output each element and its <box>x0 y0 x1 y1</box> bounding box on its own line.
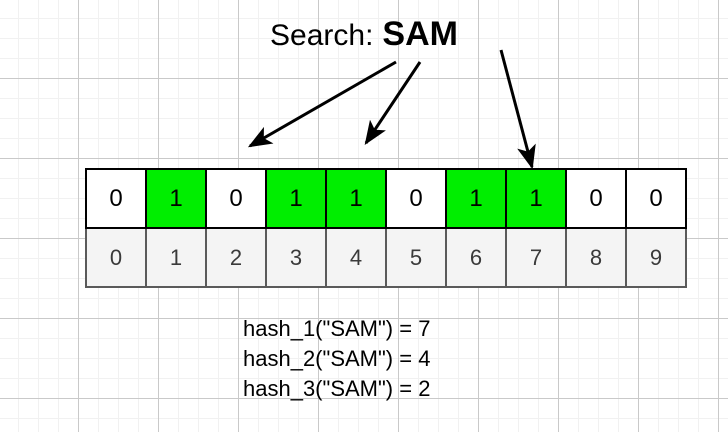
bloom-filter-table: 0 1 0 1 1 0 1 1 0 0 0 1 2 3 4 5 6 7 8 9 <box>85 168 687 288</box>
hash-result-2: hash_2("SAM") = 4 <box>243 346 431 371</box>
bit-cell-6[interactable]: 1 <box>445 168 507 229</box>
bit-cell-1[interactable]: 1 <box>145 168 207 229</box>
index-cell-4: 4 <box>325 227 387 288</box>
hash-result-3: hash_3("SAM") = 2 <box>243 376 431 401</box>
bit-row: 0 1 0 1 1 0 1 1 0 0 <box>85 168 687 229</box>
index-cell-2: 2 <box>205 227 267 288</box>
index-cell-3: 3 <box>265 227 327 288</box>
hash-result-list: hash_1("SAM") = 7 hash_2("SAM") = 4 hash… <box>243 314 430 404</box>
index-cell-8: 8 <box>565 227 627 288</box>
title-search-term: SAM <box>382 15 458 53</box>
index-row: 0 1 2 3 4 5 6 7 8 9 <box>85 227 687 288</box>
bit-cell-0[interactable]: 0 <box>85 168 147 229</box>
bit-cell-4[interactable]: 1 <box>325 168 387 229</box>
title-prefix: Search: <box>270 19 374 52</box>
bit-cell-9[interactable]: 0 <box>625 168 687 229</box>
bit-cell-2[interactable]: 0 <box>205 168 267 229</box>
index-cell-5: 5 <box>385 227 447 288</box>
index-cell-0: 0 <box>85 227 147 288</box>
index-cell-9: 9 <box>625 227 687 288</box>
page-title: Search:SAM <box>0 15 728 54</box>
bit-cell-8[interactable]: 0 <box>565 168 627 229</box>
bit-cell-3[interactable]: 1 <box>265 168 327 229</box>
index-cell-6: 6 <box>445 227 507 288</box>
index-cell-1: 1 <box>145 227 207 288</box>
bit-cell-7[interactable]: 1 <box>505 168 567 229</box>
hash-result-1: hash_1("SAM") = 7 <box>243 316 431 341</box>
bit-cell-5[interactable]: 0 <box>385 168 447 229</box>
index-cell-7: 7 <box>505 227 567 288</box>
